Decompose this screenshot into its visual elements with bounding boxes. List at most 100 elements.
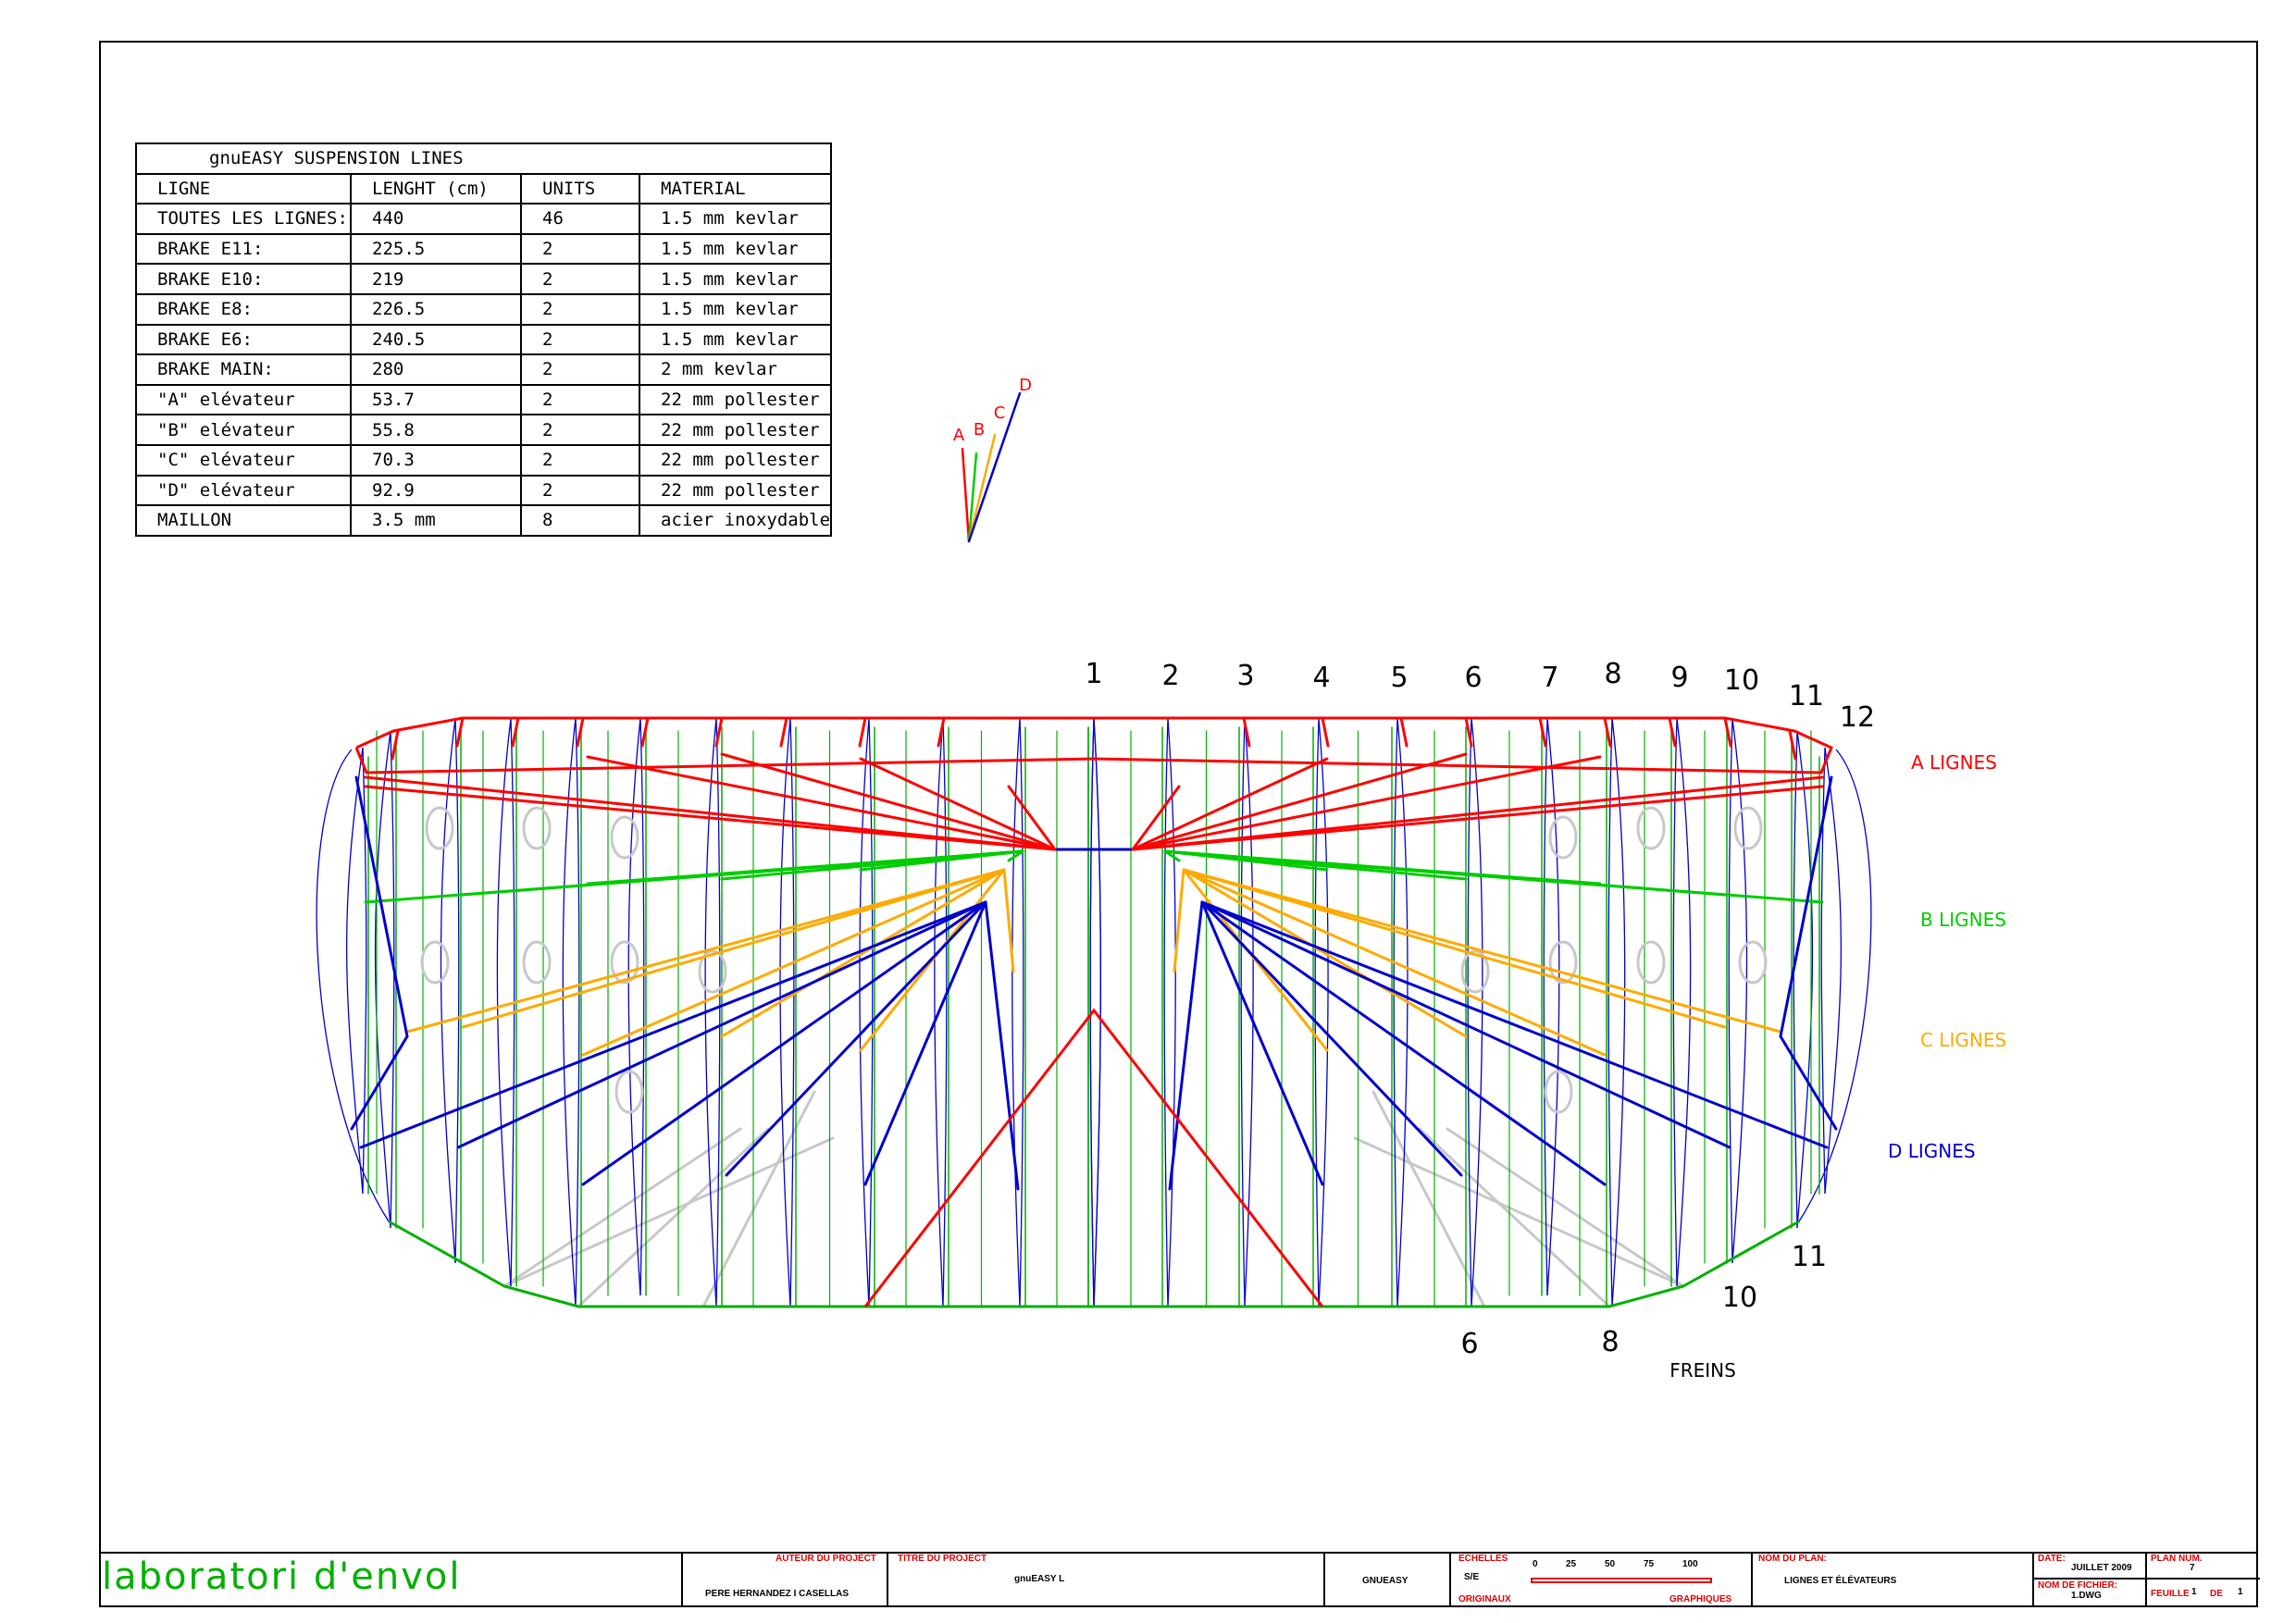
- rib-hole: [610, 940, 639, 985]
- d-line: [1168, 900, 1204, 1191]
- table-cell: BRAKE E6:: [135, 323, 352, 356]
- d-line: [1200, 900, 1731, 1149]
- line-group-label: B LIGNES: [1920, 909, 2006, 931]
- d-line: [581, 900, 987, 1186]
- line-group-label: A LIGNES: [1911, 751, 1997, 774]
- header-cell: LENGHT (cm): [350, 172, 522, 205]
- table-cell: 8: [520, 504, 640, 537]
- c-line: [1173, 868, 1185, 973]
- rib-holes: [420, 806, 1768, 1114]
- project-caption: TITRE DU PROJECT: [898, 1554, 987, 1564]
- suspension-lines: [350, 716, 1838, 1307]
- riser-legend-line: [967, 452, 978, 543]
- sheet-number: 1: [2191, 1587, 2197, 1597]
- c-line: [581, 868, 1006, 1057]
- rib-hole: [1548, 815, 1578, 860]
- scale-tick: 25: [1566, 1559, 1577, 1569]
- riser-legend-line: [967, 433, 997, 543]
- brake-line: [503, 1136, 835, 1288]
- brake-label: FREINS: [1669, 1359, 1736, 1381]
- table-cell: acier inoxydable: [638, 504, 833, 537]
- cell-divider: [858, 716, 867, 748]
- riser-legend-line: [967, 391, 1022, 543]
- trailing-edge: [388, 1220, 1800, 1308]
- scale-graphics: GRAPHIQUES: [1669, 1594, 1732, 1604]
- d-line: [863, 900, 987, 1186]
- tip-line: [354, 775, 409, 1038]
- rib-outline: [1824, 747, 1843, 1195]
- author-cell: AUTEUR DU PROJECT PERE HERNANDEZ I CASEL…: [681, 1552, 887, 1605]
- table-cell: "B" elévateur: [135, 414, 352, 446]
- sheet-total: 1: [2238, 1587, 2243, 1597]
- header-cell: LIGNE: [135, 172, 352, 205]
- header-cell: MATERIAL: [638, 172, 833, 205]
- project-cell: TITRE DU PROJECT gnuEASY L: [887, 1552, 1323, 1605]
- riser-legend-label: B: [974, 420, 985, 440]
- rib-outline: [1167, 717, 1176, 1307]
- table-cell: 2: [520, 414, 640, 446]
- rib-outline: [1244, 717, 1254, 1307]
- d-line: [725, 900, 987, 1177]
- rib-hole: [522, 806, 552, 850]
- a-line: [720, 752, 1057, 851]
- c-line: [1002, 868, 1015, 973]
- brake-line: [1371, 1090, 1486, 1308]
- b-line: [1163, 849, 1181, 862]
- cell-divider: [455, 716, 465, 748]
- table-cell: 1.5 mm kevlar: [638, 203, 833, 235]
- cell-divider: [511, 716, 520, 748]
- table-cell: 2: [520, 383, 640, 416]
- sheet-caption: FEUILLE: [2151, 1589, 2190, 1599]
- tip-line: [1779, 775, 1833, 1038]
- table-cell: 2: [520, 443, 640, 477]
- tip-outline: [1798, 749, 1872, 1222]
- rib-outline: [1019, 717, 1024, 1307]
- table-cell: MAILLON: [135, 504, 352, 537]
- brake-line: [503, 1127, 742, 1288]
- rib-outline: [1731, 717, 1748, 1264]
- plan-name: LIGNES ET ÉLÉVATEURS: [1784, 1576, 1897, 1586]
- d-line: [456, 900, 987, 1149]
- scale-value: S/E: [1464, 1572, 1480, 1582]
- table-cell: 2 mm kevlar: [638, 353, 833, 386]
- title-block: AUTEUR DU PROJECT PERE HERNANDEZ I CASEL…: [99, 1552, 2260, 1607]
- a-line: [859, 757, 1057, 851]
- plan-num-caption: PLAN NUM.: [2151, 1554, 2203, 1564]
- cell-divider: [640, 716, 650, 748]
- rib-outline: [1796, 730, 1814, 1229]
- company-cell: GNUEASY: [1323, 1552, 1449, 1605]
- table-cell: BRAKE E10:: [135, 263, 352, 295]
- rib-hole: [1548, 940, 1578, 985]
- c-line: [1182, 868, 1782, 1034]
- rib-outline: [1089, 717, 1095, 1307]
- cell-divider: [1788, 729, 1797, 761]
- rib-hole: [425, 806, 454, 850]
- a-line: [1131, 752, 1468, 851]
- riser-legend-line: [961, 447, 971, 543]
- table-cell: 280: [350, 353, 522, 386]
- table-cell: "D" elévateur: [135, 474, 352, 507]
- table-title: gnuEASY SUSPENSION LINES: [134, 142, 833, 175]
- date-cell: DATE: JUILLET 2009 NOM DE FICHIER: 1.DWG: [2032, 1552, 2147, 1605]
- rib-hole: [1733, 806, 1763, 850]
- table-cell: 2: [520, 292, 640, 326]
- brake-number: 6: [1460, 1328, 1478, 1360]
- rib-number: 4: [1312, 662, 1330, 694]
- rib-outline: [1396, 717, 1409, 1307]
- table-cell: 440: [350, 203, 522, 235]
- rib-outline: [789, 717, 795, 1307]
- rib-outline: [1093, 717, 1101, 1307]
- drawing-frame: [99, 41, 2258, 1607]
- scale-caption: ÉCHELLES: [1458, 1554, 1508, 1564]
- rib-number: 1: [1085, 658, 1102, 690]
- b-line: [1007, 849, 1024, 862]
